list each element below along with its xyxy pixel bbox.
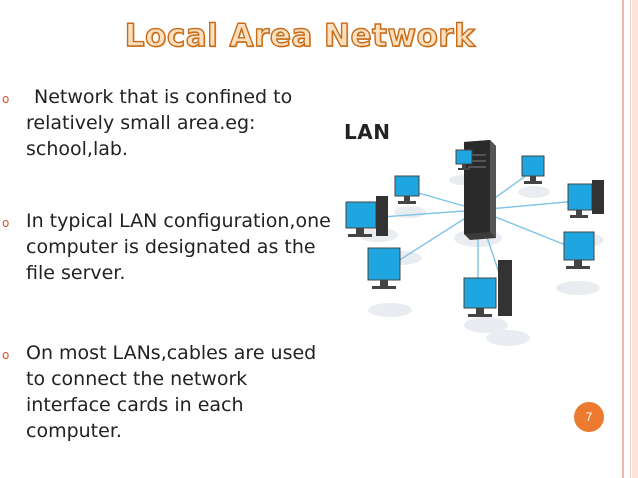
- computer-icon: [563, 231, 595, 269]
- bullet-text: Network that is confined to relatively s…: [26, 86, 293, 160]
- bullet-text: On most LANs,cables are used to connect …: [26, 342, 317, 442]
- bullet-marker: o: [2, 348, 10, 362]
- page-number-badge: 7: [574, 402, 604, 432]
- computer-icon: [455, 149, 473, 170]
- lan-diagram: [345, 140, 604, 346]
- computer-icon: [394, 175, 420, 204]
- computer-icon: [567, 180, 604, 218]
- decorative-stripe: [630, 0, 631, 478]
- computer-icon: [521, 155, 545, 184]
- computer-icon: [367, 247, 401, 289]
- slide-title: Local Area Network: [124, 17, 476, 54]
- server-icon: [464, 140, 496, 240]
- diagram-label: LAN: [344, 120, 391, 144]
- decorative-stripe: [622, 0, 624, 478]
- bullet-text: In typical LAN configuration,one compute…: [26, 210, 331, 284]
- decorative-stripe: [632, 0, 638, 478]
- computer-icon: [463, 260, 512, 317]
- computer-icon: [345, 196, 388, 237]
- bullet-marker: o: [2, 92, 10, 106]
- bullet-marker: o: [2, 216, 10, 230]
